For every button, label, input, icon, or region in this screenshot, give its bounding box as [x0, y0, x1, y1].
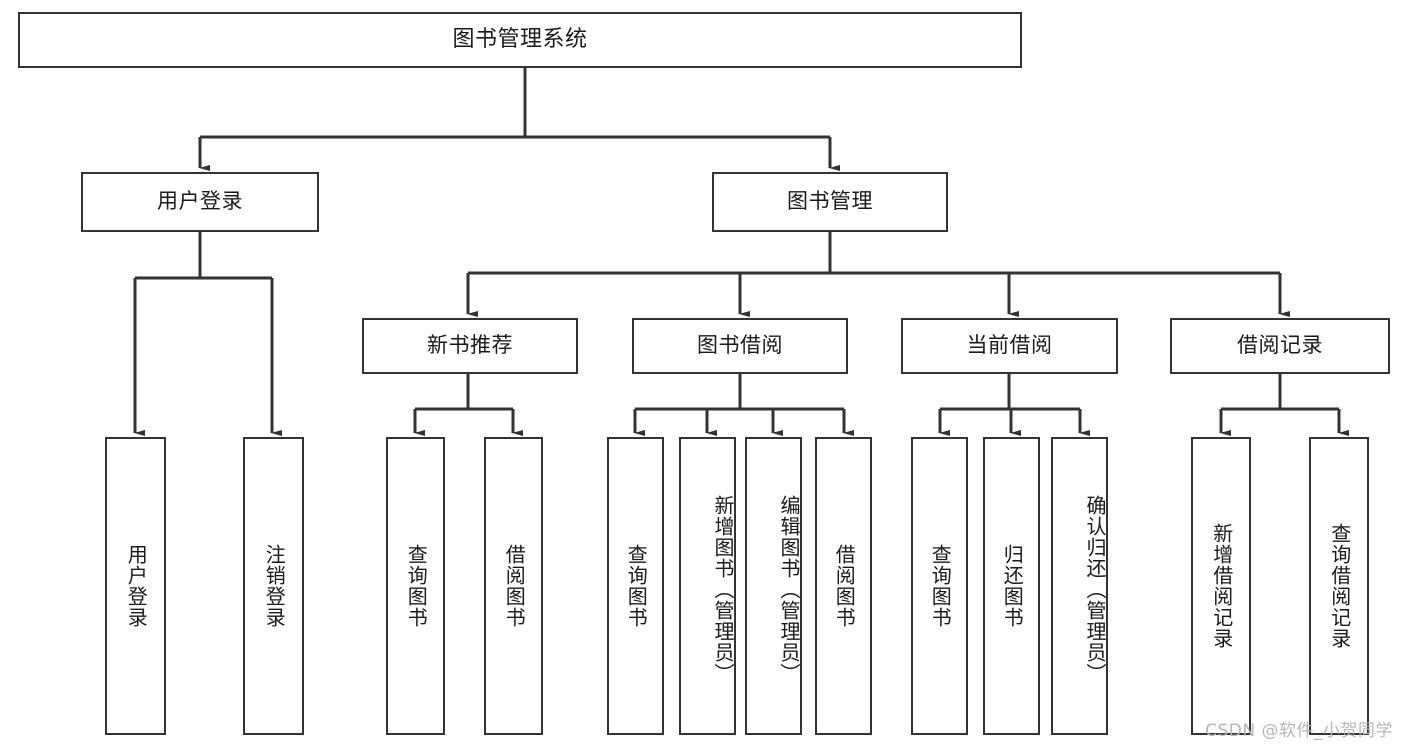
leaf-add-book-label: 新增图书（管理员）	[711, 494, 735, 684]
leaf-confirm-return[interactable]: 确认归还（管理员）	[1051, 437, 1108, 735]
node-book-borrow-label: 图书借阅	[697, 333, 783, 358]
node-new-book-rec[interactable]: 新书推荐	[362, 318, 578, 374]
leaf-query-record-label: 查询借阅记录	[1327, 523, 1352, 649]
leaf-user-login-label: 用户登录	[124, 544, 149, 628]
leaf-query-book-current-label: 查询图书	[928, 544, 953, 628]
node-current-borrow[interactable]: 当前借阅	[901, 318, 1118, 374]
leaf-confirm-return-label: 确认归还（管理员）	[1083, 494, 1107, 684]
node-borrow-record[interactable]: 借阅记录	[1170, 318, 1390, 374]
leaf-add-record[interactable]: 新增借阅记录	[1191, 437, 1251, 735]
leaf-query-book-current[interactable]: 查询图书	[911, 437, 968, 735]
leaf-add-record-label: 新增借阅记录	[1209, 523, 1234, 649]
leaf-borrow-book-rec[interactable]: 借阅图书	[484, 437, 543, 735]
leaf-borrow-book[interactable]: 借阅图书	[815, 437, 872, 735]
node-borrow-record-label: 借阅记录	[1237, 333, 1323, 358]
node-user-login-label: 用户登录	[157, 189, 243, 214]
leaf-user-login[interactable]: 用户登录	[105, 437, 166, 735]
leaf-edit-book-label: 编辑图书（管理员）	[777, 494, 801, 684]
node-book-borrow[interactable]: 图书借阅	[632, 318, 848, 374]
leaf-logout-label: 注销登录	[262, 544, 287, 628]
node-current-borrow-label: 当前借阅	[966, 333, 1053, 358]
leaf-query-record[interactable]: 查询借阅记录	[1309, 437, 1369, 735]
node-book-manage-label: 图书管理	[787, 189, 873, 214]
leaf-add-book[interactable]: 新增图书（管理员）	[679, 437, 736, 735]
leaf-borrow-book-label: 借阅图书	[832, 544, 857, 628]
node-root-label: 图书管理系统	[452, 26, 588, 52]
leaf-logout[interactable]: 注销登录	[243, 437, 304, 735]
leaf-borrow-book-rec-label: 借阅图书	[502, 544, 527, 628]
node-new-book-rec-label: 新书推荐	[427, 333, 513, 358]
node-user-login[interactable]: 用户登录	[81, 172, 319, 232]
leaf-return-book-label: 归还图书	[1000, 544, 1025, 628]
leaf-edit-book[interactable]: 编辑图书（管理员）	[745, 437, 802, 735]
leaf-query-book-borrow[interactable]: 查询图书	[607, 437, 664, 735]
node-root[interactable]: 图书管理系统	[18, 12, 1022, 68]
leaf-query-book-rec[interactable]: 查询图书	[386, 437, 445, 735]
node-book-manage[interactable]: 图书管理	[712, 172, 948, 232]
leaf-return-book[interactable]: 归还图书	[983, 437, 1040, 735]
leaf-query-book-rec-label: 查询图书	[404, 544, 429, 628]
leaf-query-book-borrow-label: 查询图书	[624, 544, 649, 628]
